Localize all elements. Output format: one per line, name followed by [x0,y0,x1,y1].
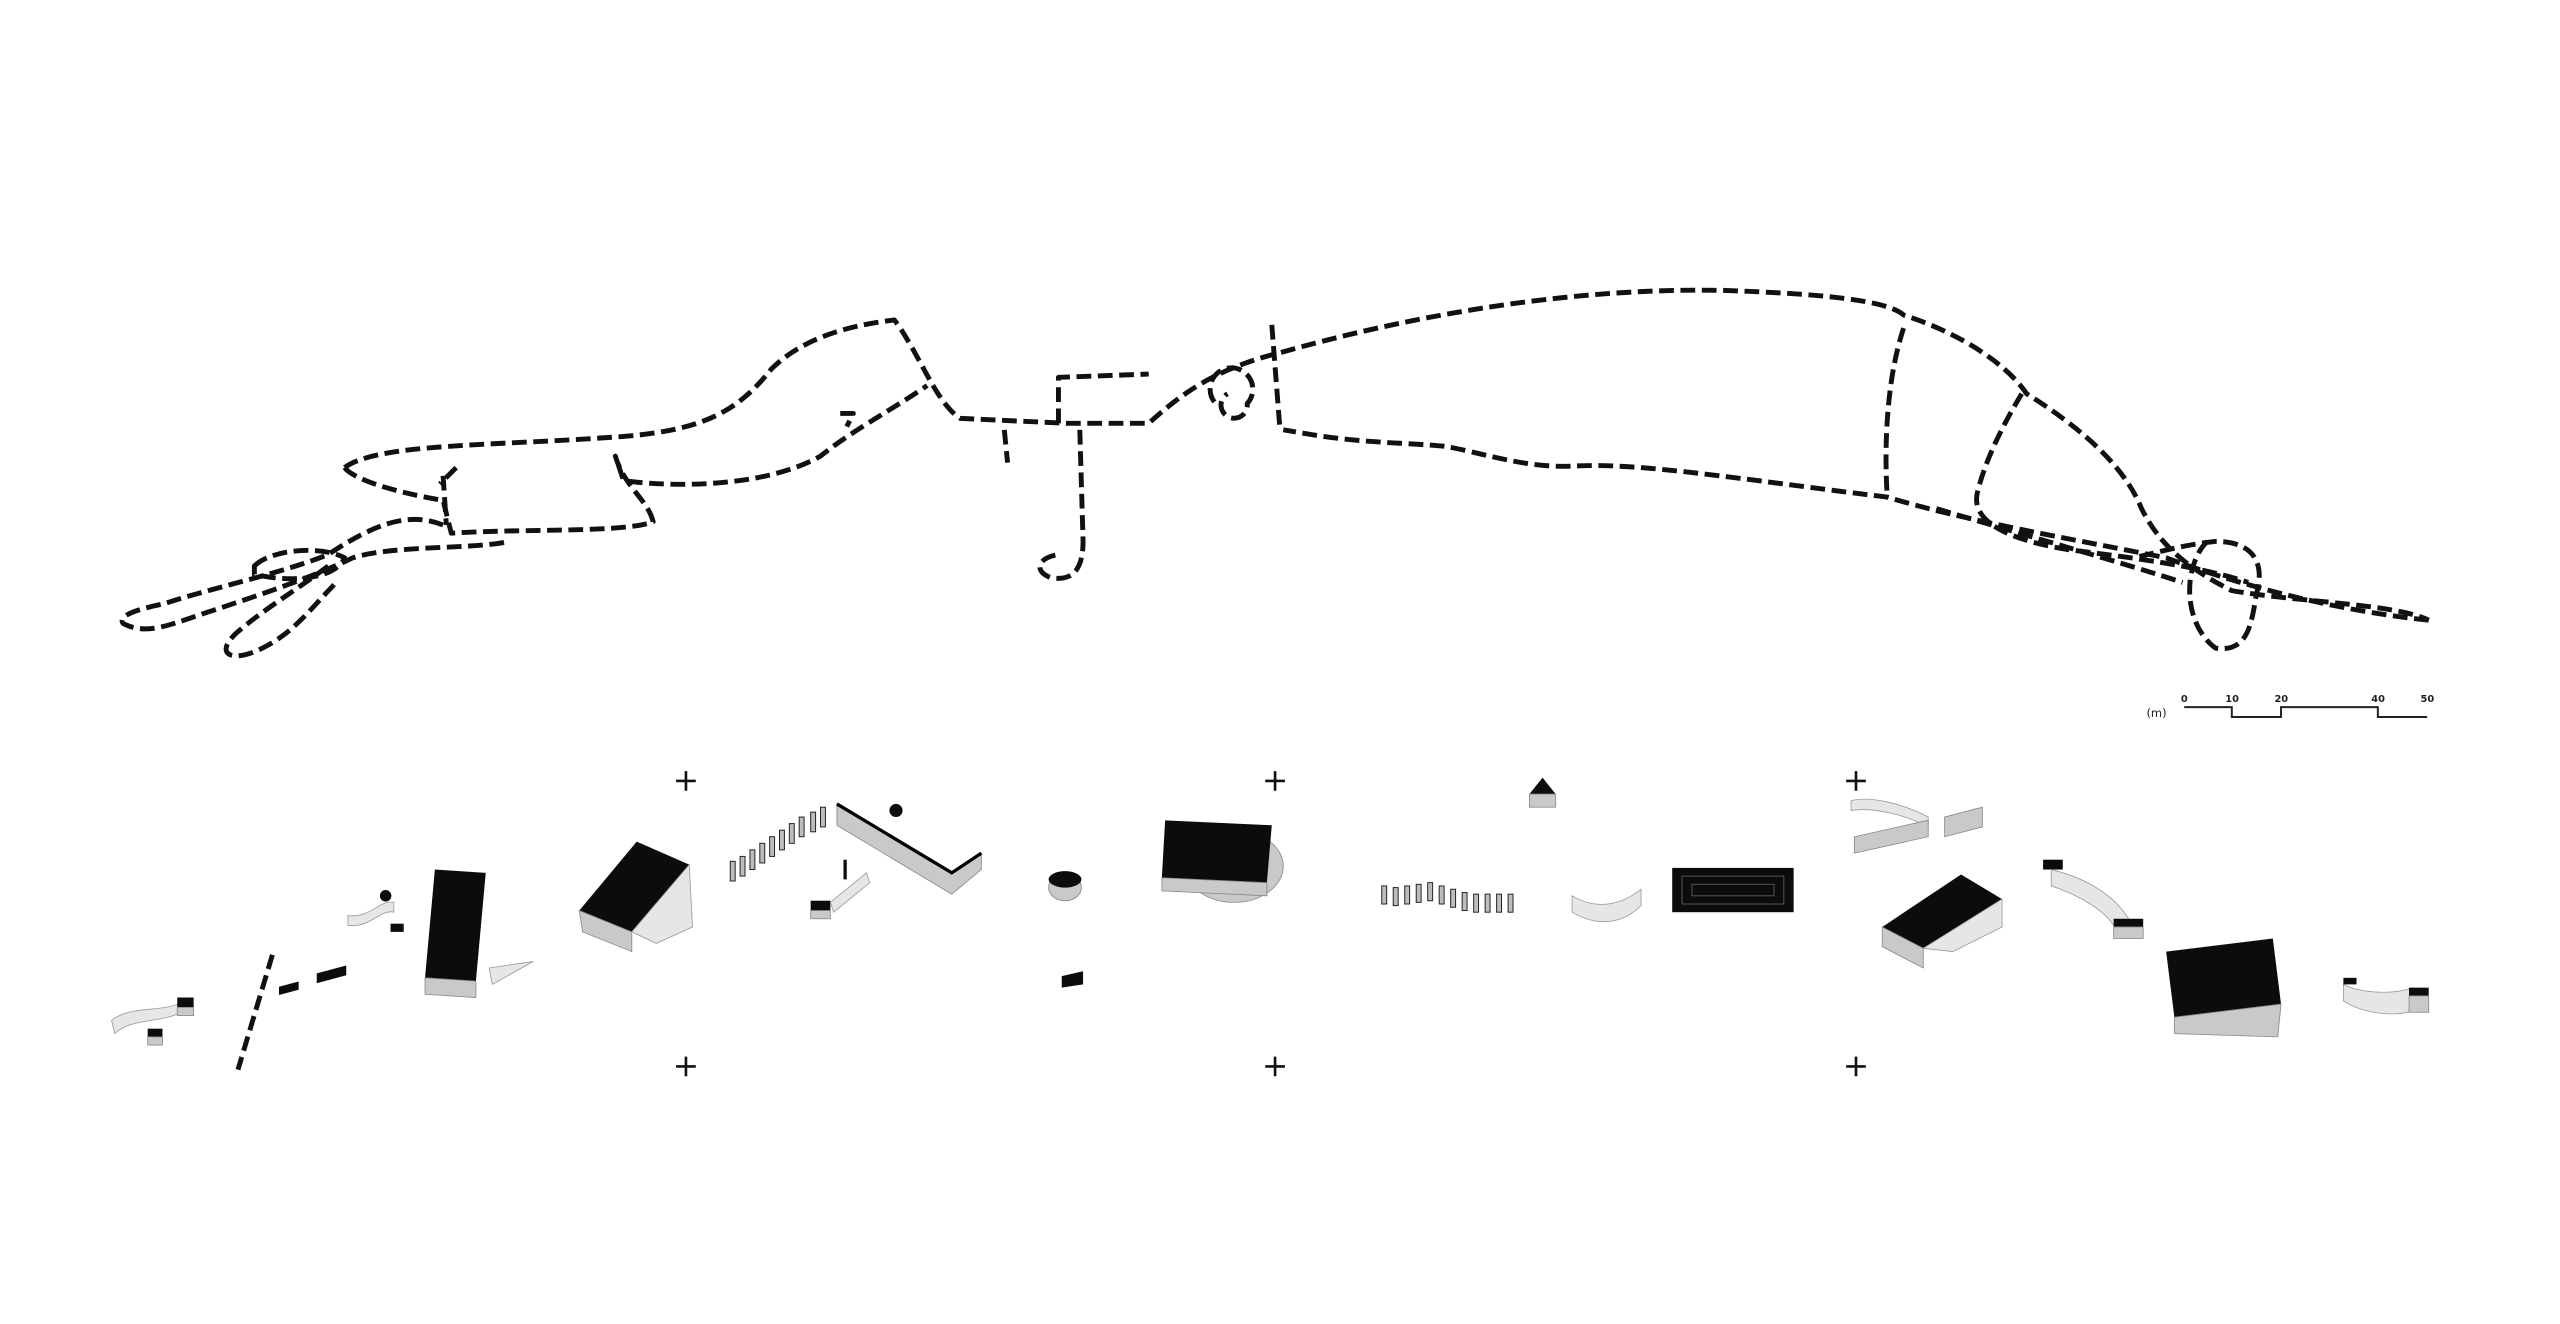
scale-bar: (m) 0 10 20 40 50 [2146,694,2434,720]
scale-tick-10: 10 [2225,694,2239,705]
column-row [729,806,826,882]
scale-tick-50: 50 [2421,694,2435,705]
cross-mark [1265,1056,1285,1077]
site-outline-path [119,287,2430,659]
scale-tick-40: 40 [2371,694,2385,705]
scale-tick-20: 20 [2274,694,2288,705]
registration-marks [676,771,1866,1077]
scale-tick-0: 0 [2181,694,2188,705]
fence-line [235,954,275,1071]
cross-mark [1265,771,1285,791]
column-row [1381,882,1514,913]
scale-unit-label: (m) [2146,706,2166,720]
cross-mark [676,1056,696,1077]
cross-mark [1846,1056,1866,1077]
building-elements [111,777,2430,1071]
cross-mark [676,771,696,791]
cross-mark [1846,771,1866,791]
